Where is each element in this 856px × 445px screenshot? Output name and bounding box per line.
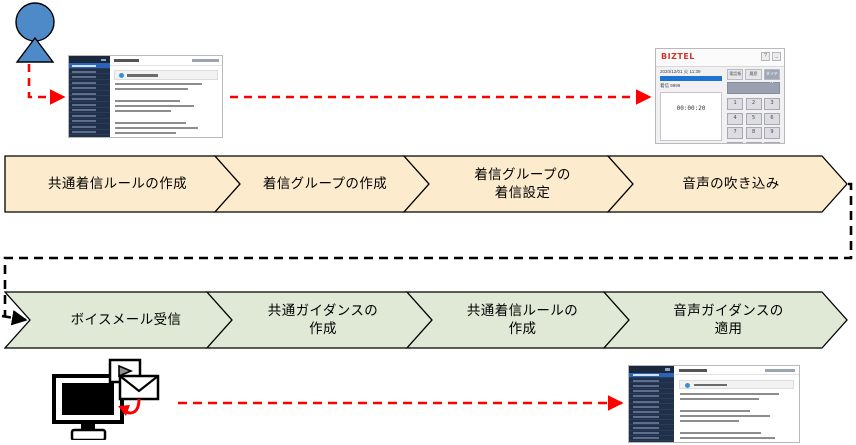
sidebar-item[interactable]: [69, 96, 110, 102]
key-4[interactable]: 4: [727, 112, 744, 125]
connector-person-to-admin-browser: [27, 64, 66, 105]
call-status-sub: 着信 9999: [660, 83, 681, 88]
step-label: 共通着信ルールの作成: [48, 175, 187, 191]
monitor-stand: [81, 422, 95, 430]
sidebar-item[interactable]: [629, 394, 675, 400]
sidebar-item[interactable]: [69, 119, 110, 125]
step-label: 着信グループの着信設定: [474, 166, 571, 200]
sidebar-item[interactable]: [629, 436, 675, 442]
key-3[interactable]: 3: [764, 98, 780, 110]
sidebar-item[interactable]: [69, 124, 110, 130]
step-label: 音声の吹き込み: [682, 175, 780, 191]
browser-content-bottom: [674, 366, 799, 442]
call-status-line: 2020/12/01 火 11:39: [660, 69, 701, 74]
step-create-common-inbound-rule[interactable]: 共通着信ルールの作成: [424, 291, 621, 349]
biztel-softphone-window[interactable]: BIZTEL ? _ 2020/12/01 火 11:39 着信 9999 00…: [655, 48, 785, 144]
step-record-voice[interactable]: 音声の吹き込み: [625, 155, 837, 213]
sidebar-item[interactable]: [69, 85, 110, 91]
softphone-tabs[interactable]: 電話帳 履歴 ダイヤル: [727, 69, 780, 84]
step-label: 音声ガイダンスの適用: [673, 302, 784, 336]
admin-console-window-top[interactable]: [68, 55, 223, 138]
sidebar-item[interactable]: [69, 108, 110, 114]
sidebar-item[interactable]: [629, 404, 675, 410]
sidebar-item[interactable]: [629, 378, 675, 384]
browser-sidebar-top[interactable]: [69, 56, 110, 137]
envelope-flap: [119, 375, 159, 393]
tab-dial[interactable]: ダイヤル: [763, 69, 780, 84]
content-notice-bar: [114, 70, 218, 80]
call-progress-bar: [660, 76, 723, 81]
key-7[interactable]: 7: [727, 127, 744, 139]
sidebar-item[interactable]: [629, 372, 675, 379]
step-label: 共通ガイダンスの作成: [267, 302, 379, 336]
play-icon: [118, 364, 134, 378]
sidebar-item[interactable]: [69, 113, 110, 119]
call-display: 00:00:20: [660, 92, 723, 141]
key-1[interactable]: 1: [727, 98, 744, 110]
sidebar-item[interactable]: [69, 63, 110, 69]
key-hash[interactable]: #: [764, 141, 780, 143]
browser-content-top: [109, 56, 222, 137]
key-8[interactable]: 8: [745, 127, 762, 139]
step-common-inbound-rule[interactable]: 共通着信ルールの作成: [5, 155, 230, 213]
content-text-block: [674, 392, 799, 442]
window-buttons[interactable]: ? _: [761, 52, 781, 61]
sidebar-item[interactable]: [69, 91, 110, 97]
process-row-voicemail: ボイスメール受信 共通ガイダンスの作成 共通着信ルールの作成 音声ガイダンスの適…: [4, 291, 852, 349]
softphone-dial-panel: 電話帳 履歴 ダイヤル 1 2 3 4 5 6 7 8 9 * 0: [725, 66, 784, 143]
dial-keypad[interactable]: 1 2 3 4 5 6 7 8 9 * 0 #: [727, 98, 780, 143]
step-receive-voicemail[interactable]: ボイスメール受信: [30, 291, 222, 349]
monitor-screen: [62, 383, 114, 415]
sidebar-item[interactable]: [629, 389, 675, 394]
content-header: [109, 56, 222, 66]
key-0[interactable]: 0: [745, 141, 762, 143]
sidebar-header: [629, 366, 675, 373]
tab-history[interactable]: 履歴: [745, 69, 762, 80]
key-9[interactable]: 9: [764, 127, 780, 139]
sidebar-item[interactable]: [629, 383, 675, 389]
voicemail-playback-icon-group: [48, 358, 173, 442]
sidebar-item[interactable]: [629, 410, 675, 415]
help-button[interactable]: ?: [761, 52, 770, 61]
content-notice-bar: [679, 380, 795, 390]
call-timer: 00:00:20: [676, 105, 706, 112]
sidebar-item[interactable]: [629, 399, 675, 405]
step-apply-voice-guidance[interactable]: 音声ガイダンスの適用: [621, 291, 836, 349]
process-row-setup: 共通着信ルールの作成 着信グループの作成 着信グループの着信設定 音声の吹き込み: [4, 155, 852, 213]
step-label: 共通着信ルールの作成: [466, 302, 579, 336]
sidebar-item[interactable]: [69, 102, 110, 108]
minimize-button[interactable]: _: [772, 52, 781, 61]
biztel-logo: BIZTEL: [661, 52, 695, 61]
monitor-base: [70, 428, 107, 442]
sidebar-item[interactable]: [69, 80, 110, 86]
key-6[interactable]: 6: [764, 112, 780, 125]
step-inbound-group-settings[interactable]: 着信グループの着信設定: [420, 155, 625, 213]
sidebar-header: [69, 56, 110, 64]
key-2[interactable]: 2: [745, 98, 762, 110]
tab-phonebook[interactable]: 電話帳: [727, 69, 744, 80]
sidebar-item[interactable]: [629, 425, 675, 431]
softphone-titlebar: BIZTEL ? _: [656, 49, 784, 67]
sidebar-item[interactable]: [69, 130, 110, 136]
key-star[interactable]: *: [727, 141, 744, 143]
step-create-inbound-group[interactable]: 着信グループの作成: [230, 155, 420, 213]
sidebar-item[interactable]: [69, 69, 110, 75]
step-label: 着信グループの作成: [262, 175, 388, 191]
content-text-block: [110, 83, 222, 137]
sidebar-item[interactable]: [629, 431, 675, 436]
dial-input-field[interactable]: [727, 82, 780, 94]
browser-sidebar-bottom[interactable]: [629, 366, 675, 442]
user-person-icon: [6, 2, 64, 64]
admin-console-window-bottom[interactable]: [628, 365, 800, 443]
content-header: [674, 366, 799, 376]
sidebar-item[interactable]: [69, 74, 110, 80]
sidebar-item[interactable]: [629, 420, 675, 426]
step-label: ボイスメール受信: [70, 311, 182, 327]
softphone-call-panel: 2020/12/01 火 11:39 着信 9999 00:00:20 通話中 …: [656, 66, 725, 143]
sidebar-item[interactable]: [629, 415, 675, 421]
step-create-common-guidance[interactable]: 共通ガイダンスの作成: [222, 291, 424, 349]
red-curved-arrow-icon: [118, 405, 130, 416]
key-5[interactable]: 5: [745, 112, 762, 125]
